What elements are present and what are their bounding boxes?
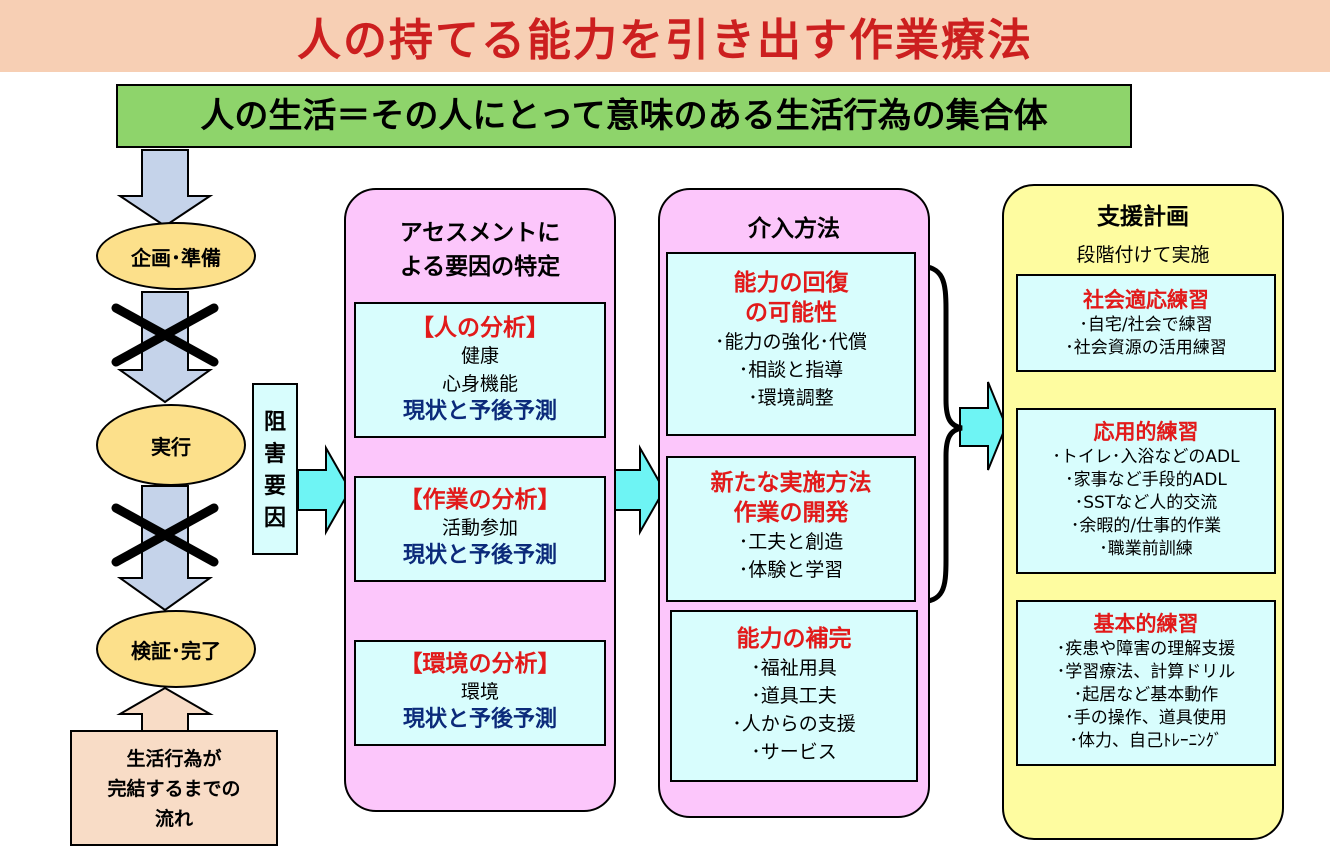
box-item: ･家事など手段的ADL (1065, 470, 1227, 490)
down-arrow-3 (116, 485, 214, 612)
flow-note-box: 生活行為が 完結するまでの 流れ (70, 730, 278, 846)
box-title: 能力の補完 (736, 626, 852, 652)
right-arrow-3 (959, 381, 1008, 471)
box-item: ･環境調整 (748, 387, 834, 409)
occupation-analysis-box: 【作業の分析】 活動参加 現状と予後予測 (354, 476, 606, 582)
flow-note-line-2: 完結するまでの (107, 778, 241, 800)
obstacle-char-3: 要 (263, 474, 286, 499)
page-title: 人の持てる能力を引き出す作業療法 (297, 15, 1033, 66)
recovery-box: 能力の回復 の可能性 ･能力の強化･代償 ･相談と指導 ･環境調整 (666, 252, 916, 436)
flow-note-line-3: 流れ (154, 808, 193, 830)
cross-mark-2 (111, 503, 219, 567)
box-line: 心身機能 (441, 373, 518, 395)
basic-training-box: 基本的練習 ･疾患や障害の理解支援 ･学習療法、計算ドリル ･起居など基本動作 … (1016, 600, 1276, 766)
person-analysis-box: 【人の分析】 健康 心身機能 現状と予後予測 (354, 302, 606, 438)
box-item: ･余暇的/仕事的作業 (1070, 516, 1222, 536)
box-item: ･福祉用具 (751, 657, 837, 679)
assessment-header: アセスメントに よる要因の特定 (399, 220, 561, 280)
box-title: 【作業の分析】 (399, 487, 561, 513)
box-title: 【人の分析】 (411, 315, 549, 341)
social-adaptation-box: 社会適応練習 ･自宅/社会で練習 ･社会資源の活用練習 (1016, 274, 1276, 372)
box-item: ･手の操作、道具使用 (1065, 708, 1227, 728)
box-title: 能力の回復 の可能性 (733, 270, 849, 326)
box-item: ･SSTなど人的交流 (1074, 493, 1218, 513)
cross-mark-1 (111, 303, 219, 367)
box-title: 応用的練習 (1093, 420, 1199, 444)
title-bar (0, 0, 1330, 72)
up-arrow (116, 686, 214, 733)
box-item: ･職業前訓練 (1099, 539, 1193, 559)
step-verify-oval: 検証･完了 (96, 610, 256, 688)
intervention-header: 介入方法 (748, 216, 840, 242)
applied-training-box: 応用的練習 ･トイレ･入浴などのADL ･家事など手段的ADL ･SSTなど人的… (1016, 408, 1276, 574)
box-item: ･学習療法、計算ドリル (1056, 662, 1236, 682)
box-item: ･能力の強化･代償 (714, 331, 867, 353)
step-plan-oval: 企画･準備 (96, 222, 256, 290)
box-item: ･体験と学習 (738, 559, 844, 581)
box-line: 健康 (460, 345, 499, 367)
obstacle-char-4: 因 (263, 506, 286, 531)
support-plan-subheader: 段階付けて実施 (1076, 244, 1210, 266)
obstacle-factors-box: 阻 害 要 因 (252, 383, 298, 555)
box-line: 活動参加 (441, 517, 518, 539)
box-item: ･トイレ･入浴などのADL (1052, 447, 1240, 467)
curly-brace (917, 263, 963, 605)
box-item: ･工夫と創造 (738, 531, 844, 553)
new-method-box: 新たな実施方法 作業の開発 ･工夫と創造 ･体験と学習 (666, 456, 916, 602)
box-item: ･サービス (751, 741, 837, 763)
obstacle-char-2: 害 (263, 442, 286, 467)
box-item: ･社会資源の活用練習 (1065, 338, 1227, 358)
box-title: 【環境の分析】 (399, 651, 561, 677)
step-execute-oval: 実行 (96, 404, 246, 486)
box-item: ･相談と指導 (738, 359, 844, 381)
box-title: 基本的練習 (1093, 612, 1199, 636)
box-emphasis: 現状と予後予測 (402, 399, 557, 424)
obstacle-char-1: 阻 (263, 410, 286, 435)
down-arrow-1 (116, 149, 214, 228)
box-line: 環境 (460, 681, 499, 703)
right-arrow-2 (611, 444, 666, 536)
support-plan-header: 支援計画 (1097, 204, 1189, 230)
compensation-box: 能力の補完 ･福祉用具 ･道具工夫 ･人からの支援 ･サービス (670, 610, 918, 782)
right-arrow-1 (297, 444, 352, 536)
box-emphasis: 現状と予後予測 (402, 543, 557, 568)
box-item: ･道具工夫 (751, 685, 837, 707)
box-title: 社会適応練習 (1083, 288, 1209, 312)
definition-box: 人の生活＝その人にとって意味のある生活行為の集合体 (116, 84, 1132, 148)
down-arrow-2 (116, 291, 214, 404)
box-item: ･起居など基本動作 (1073, 685, 1219, 705)
box-item: ･人からの支援 (732, 713, 856, 735)
box-emphasis: 現状と予後予測 (402, 707, 557, 732)
environment-analysis-box: 【環境の分析】 環境 現状と予後予測 (354, 640, 606, 746)
box-item: ･疾患や障害の理解支援 (1056, 639, 1236, 659)
flow-note-line-1: 生活行為が (126, 748, 222, 770)
box-item: ･自宅/社会で練習 (1079, 315, 1213, 335)
box-title: 新たな実施方法 作業の開発 (710, 470, 872, 526)
box-item: ･体力、自己ﾄﾚｰﾆﾝｸﾞ (1069, 731, 1223, 751)
